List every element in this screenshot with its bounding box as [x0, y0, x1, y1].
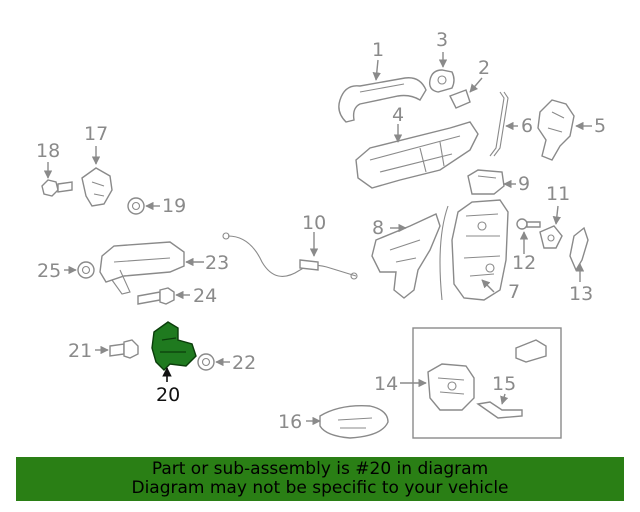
part-6-rod[interactable] — [489, 91, 509, 157]
parts-diagram: 1 3 2 4 6 5 9 17 — [36, 29, 606, 439]
callout-7: 7 — [508, 281, 520, 303]
callout-20: 20 — [156, 384, 180, 406]
part-11-switch[interactable] — [539, 225, 563, 249]
part-13-clip[interactable] — [569, 226, 589, 272]
banner-line-2: Diagram may not be specific to your vehi… — [131, 478, 509, 498]
part-7-door-lock-actuator[interactable] — [439, 199, 509, 301]
callout-17: 17 — [84, 123, 108, 145]
part-16-key-fob[interactable] — [319, 405, 389, 439]
part-9-cover[interactable] — [467, 169, 505, 195]
part-15-key-blade[interactable] — [476, 401, 523, 419]
callout-12: 12 — [512, 252, 536, 274]
callout-6: 6 — [521, 115, 533, 137]
part-5-bracket[interactable] — [537, 99, 575, 161]
part-19-nut[interactable] — [127, 197, 145, 215]
callout-1: 1 — [372, 39, 384, 61]
part-2-cover[interactable] — [449, 89, 471, 109]
part-21-bolt[interactable] — [109, 339, 139, 359]
callout-19: 19 — [162, 195, 186, 217]
part-18-bolt[interactable] — [41, 179, 73, 197]
part-17-striker-bracket[interactable] — [81, 167, 113, 207]
callout-4: 4 — [392, 104, 404, 126]
callout-13: 13 — [569, 283, 593, 305]
callout-21: 21 — [68, 340, 92, 362]
callout-16: 16 — [278, 411, 302, 433]
callout-3: 3 — [436, 29, 448, 51]
callout-14: 14 — [374, 373, 398, 395]
part-22-nut[interactable] — [197, 353, 215, 371]
callout-23: 23 — [205, 252, 229, 274]
callout-18: 18 — [36, 140, 60, 162]
callout-25: 25 — [37, 260, 61, 282]
part-25-nut[interactable] — [77, 261, 95, 279]
callout-11: 11 — [546, 183, 570, 205]
part-1-outside-handle[interactable] — [338, 77, 427, 123]
part-12-screw[interactable] — [516, 218, 541, 230]
callout-24: 24 — [193, 285, 217, 307]
part-4-handle-bracket[interactable] — [355, 121, 479, 189]
part-14-lock-cylinder-kit[interactable] — [427, 339, 547, 411]
callout-22: 22 — [232, 352, 256, 374]
part-10-cable[interactable] — [222, 232, 358, 280]
callout-2: 2 — [478, 57, 490, 79]
info-banner: Part or sub-assembly is #20 in diagram D… — [16, 457, 624, 501]
part-23-striker-cover[interactable] — [99, 241, 185, 295]
part-20-striker-highlighted[interactable] — [151, 321, 197, 371]
banner-line-1: Part or sub-assembly is #20 in diagram — [151, 459, 489, 479]
callout-5: 5 — [594, 115, 606, 137]
part-24-bolt[interactable] — [137, 287, 175, 305]
part-3-handle-cap[interactable] — [428, 69, 455, 93]
callout-10: 10 — [302, 212, 326, 234]
callout-9: 9 — [518, 173, 530, 195]
callout-15: 15 — [492, 373, 516, 395]
callout-8: 8 — [372, 217, 384, 239]
part-8-bracket[interactable] — [371, 213, 441, 299]
